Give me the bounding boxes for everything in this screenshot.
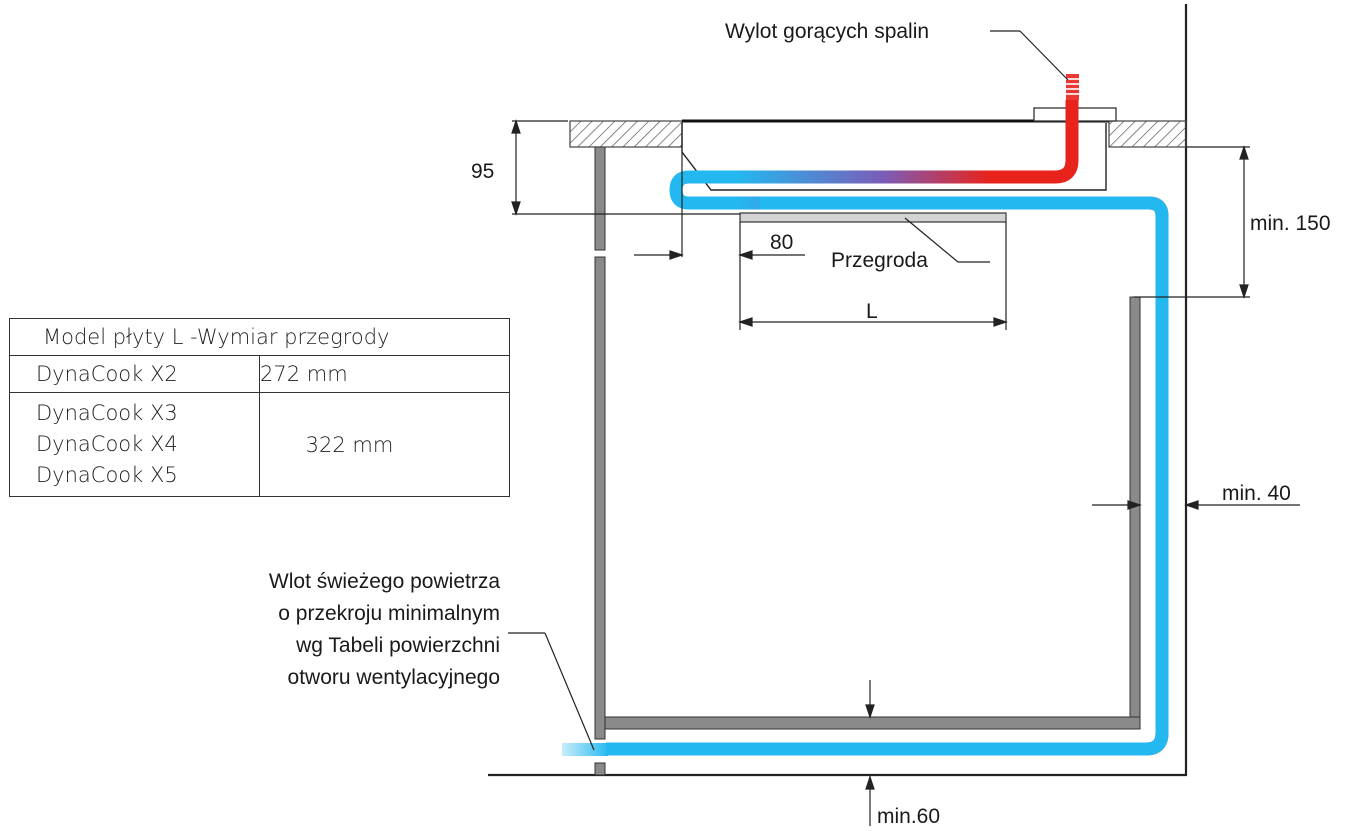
dim-L-label: L	[866, 300, 878, 323]
model-name: DynaCook X3	[36, 401, 178, 425]
value-cell: 322 mm	[259, 392, 510, 497]
dim-95-label: 95	[471, 160, 494, 183]
dim-min60-label: min.60	[877, 805, 940, 828]
air-inlet-line-2: o przekroju minimalnym	[278, 602, 500, 625]
dimension-80	[634, 152, 805, 330]
model-name: DynaCook X5	[36, 463, 178, 487]
exhaust-leader	[990, 30, 1069, 81]
dimension-min60	[865, 775, 875, 826]
air-inlet-leader	[508, 632, 595, 751]
air-inlet-line-4: otworu wentylacyjnego	[288, 666, 500, 689]
air-inlet-label: Wlot świeżego powietrza o przekroju mini…	[269, 570, 500, 689]
cabinet-right-panel	[1129, 296, 1141, 730]
countertop-right	[1108, 120, 1187, 148]
dim-80-label: 80	[770, 231, 793, 254]
partition-leader	[904, 217, 990, 263]
dim-min40-label: min. 40	[1222, 482, 1291, 505]
table-header: Model płyty L -Wymiar przegrody	[9, 318, 510, 356]
countertop-left	[569, 120, 683, 148]
bottom-panel-arrow	[865, 680, 875, 719]
partition-label: Przegroda	[831, 249, 928, 272]
partition-plate	[739, 212, 1007, 223]
exhaust-tip	[1066, 74, 1079, 100]
dimension-L	[738, 222, 1008, 330]
cabinet-left-panel-top	[594, 146, 606, 251]
model-name: DynaCook X4	[36, 432, 178, 456]
exhaust-outlet-label: Wylot gorących spalin	[725, 20, 929, 43]
model-cell: DynaCook X2	[9, 355, 260, 393]
partition-dimension-table: Model płyty L -Wymiar przegrody DynaCook…	[9, 318, 510, 497]
model-cell-group: DynaCook X3 DynaCook X4 DynaCook X5	[9, 392, 260, 497]
air-inlet-line-3: wg Tabeli powierzchni	[295, 634, 500, 657]
cabinet-left-panel-foot	[594, 762, 606, 776]
dimension-95	[511, 119, 740, 216]
dim-min150-label: min. 150	[1250, 212, 1331, 235]
air-inlet-line-1: Wlot świeżego powietrza	[269, 570, 500, 593]
value-cell: 272 mm	[259, 355, 510, 393]
dimension-min150	[1134, 145, 1250, 299]
fresh-air-return	[606, 196, 1169, 756]
fresh-air-inlet	[562, 743, 608, 756]
cabinet-bottom-panel	[604, 716, 1141, 730]
table-row: DynaCook X2 272 mm	[9, 355, 510, 393]
hob-body	[681, 123, 1107, 191]
dimension-min40	[1092, 500, 1300, 510]
table-row: DynaCook X3 DynaCook X4 DynaCook X5 322 …	[9, 392, 510, 497]
cabinet-left-panel	[594, 256, 606, 740]
